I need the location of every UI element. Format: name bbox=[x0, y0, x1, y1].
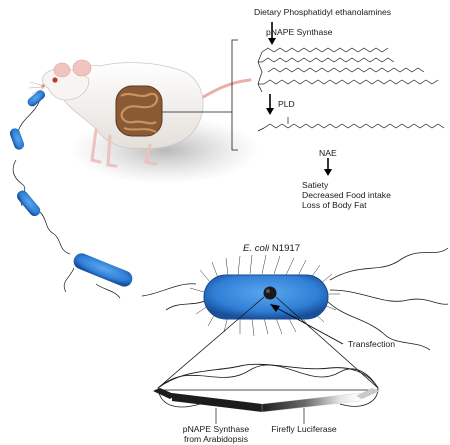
rat-front-leg-2 bbox=[106, 134, 118, 168]
small-bacterium bbox=[17, 190, 41, 217]
product-nae-label: NAE bbox=[319, 148, 337, 158]
pnape-synthase-gene bbox=[172, 393, 262, 412]
luciferase-gene bbox=[261, 392, 361, 413]
pathway-arrows bbox=[266, 22, 332, 176]
rat-tail bbox=[196, 78, 252, 102]
gene-origin-label: from Arabidopsis bbox=[183, 434, 249, 444]
effect-food-intake-label: Decreased Food intake bbox=[302, 190, 391, 200]
rat-whiskers bbox=[28, 81, 45, 95]
effect-body-fat-label: Loss of Body Fat bbox=[302, 200, 367, 210]
substrate-label: Dietary Phosphatidyl ethanolamines bbox=[254, 7, 392, 17]
transfection-arrow bbox=[270, 304, 344, 345]
strain-label: E. coli N1917 bbox=[243, 244, 300, 254]
effect-satiety-label: Satiety bbox=[302, 180, 329, 190]
gut-illustration bbox=[115, 85, 163, 137]
small-bacterium bbox=[73, 253, 133, 287]
plasmid-icon bbox=[263, 286, 277, 300]
label-leaders bbox=[215, 408, 305, 424]
small-bacterium bbox=[27, 90, 46, 107]
phosphatidylethanolamine-structure bbox=[257, 47, 439, 93]
species-label: E. coli bbox=[243, 243, 270, 254]
rat-ear bbox=[53, 62, 71, 78]
rat-eye bbox=[52, 77, 58, 83]
rat-head bbox=[42, 68, 90, 101]
small-bacterium bbox=[9, 128, 25, 150]
n-acylethanolamine-structure bbox=[257, 117, 445, 132]
gut-to-pathway-connector bbox=[162, 39, 238, 151]
main-bacterium-flagella bbox=[165, 247, 449, 351]
rat-ear-back bbox=[72, 59, 92, 77]
plasmid-backbone bbox=[157, 363, 379, 389]
plasmid-construct bbox=[153, 363, 380, 413]
gene-pnape-synthase-label: pNAPE Synthase bbox=[182, 424, 250, 434]
rat-illustration bbox=[28, 59, 260, 184]
transfection-label: Transfection bbox=[348, 339, 395, 349]
enzyme-pnape-synthase-label: pNAPE Synthase bbox=[266, 27, 333, 37]
rat-front-leg bbox=[90, 128, 102, 164]
enzyme-pld-label: PLD bbox=[278, 99, 295, 109]
strain-number-label: N1917 bbox=[271, 243, 301, 254]
gene-luciferase-label: Firefly Luciferase bbox=[271, 424, 337, 434]
main-bacterium bbox=[165, 247, 449, 351]
rat-hind-leg bbox=[144, 143, 158, 166]
bacteria-chain bbox=[9, 90, 133, 287]
